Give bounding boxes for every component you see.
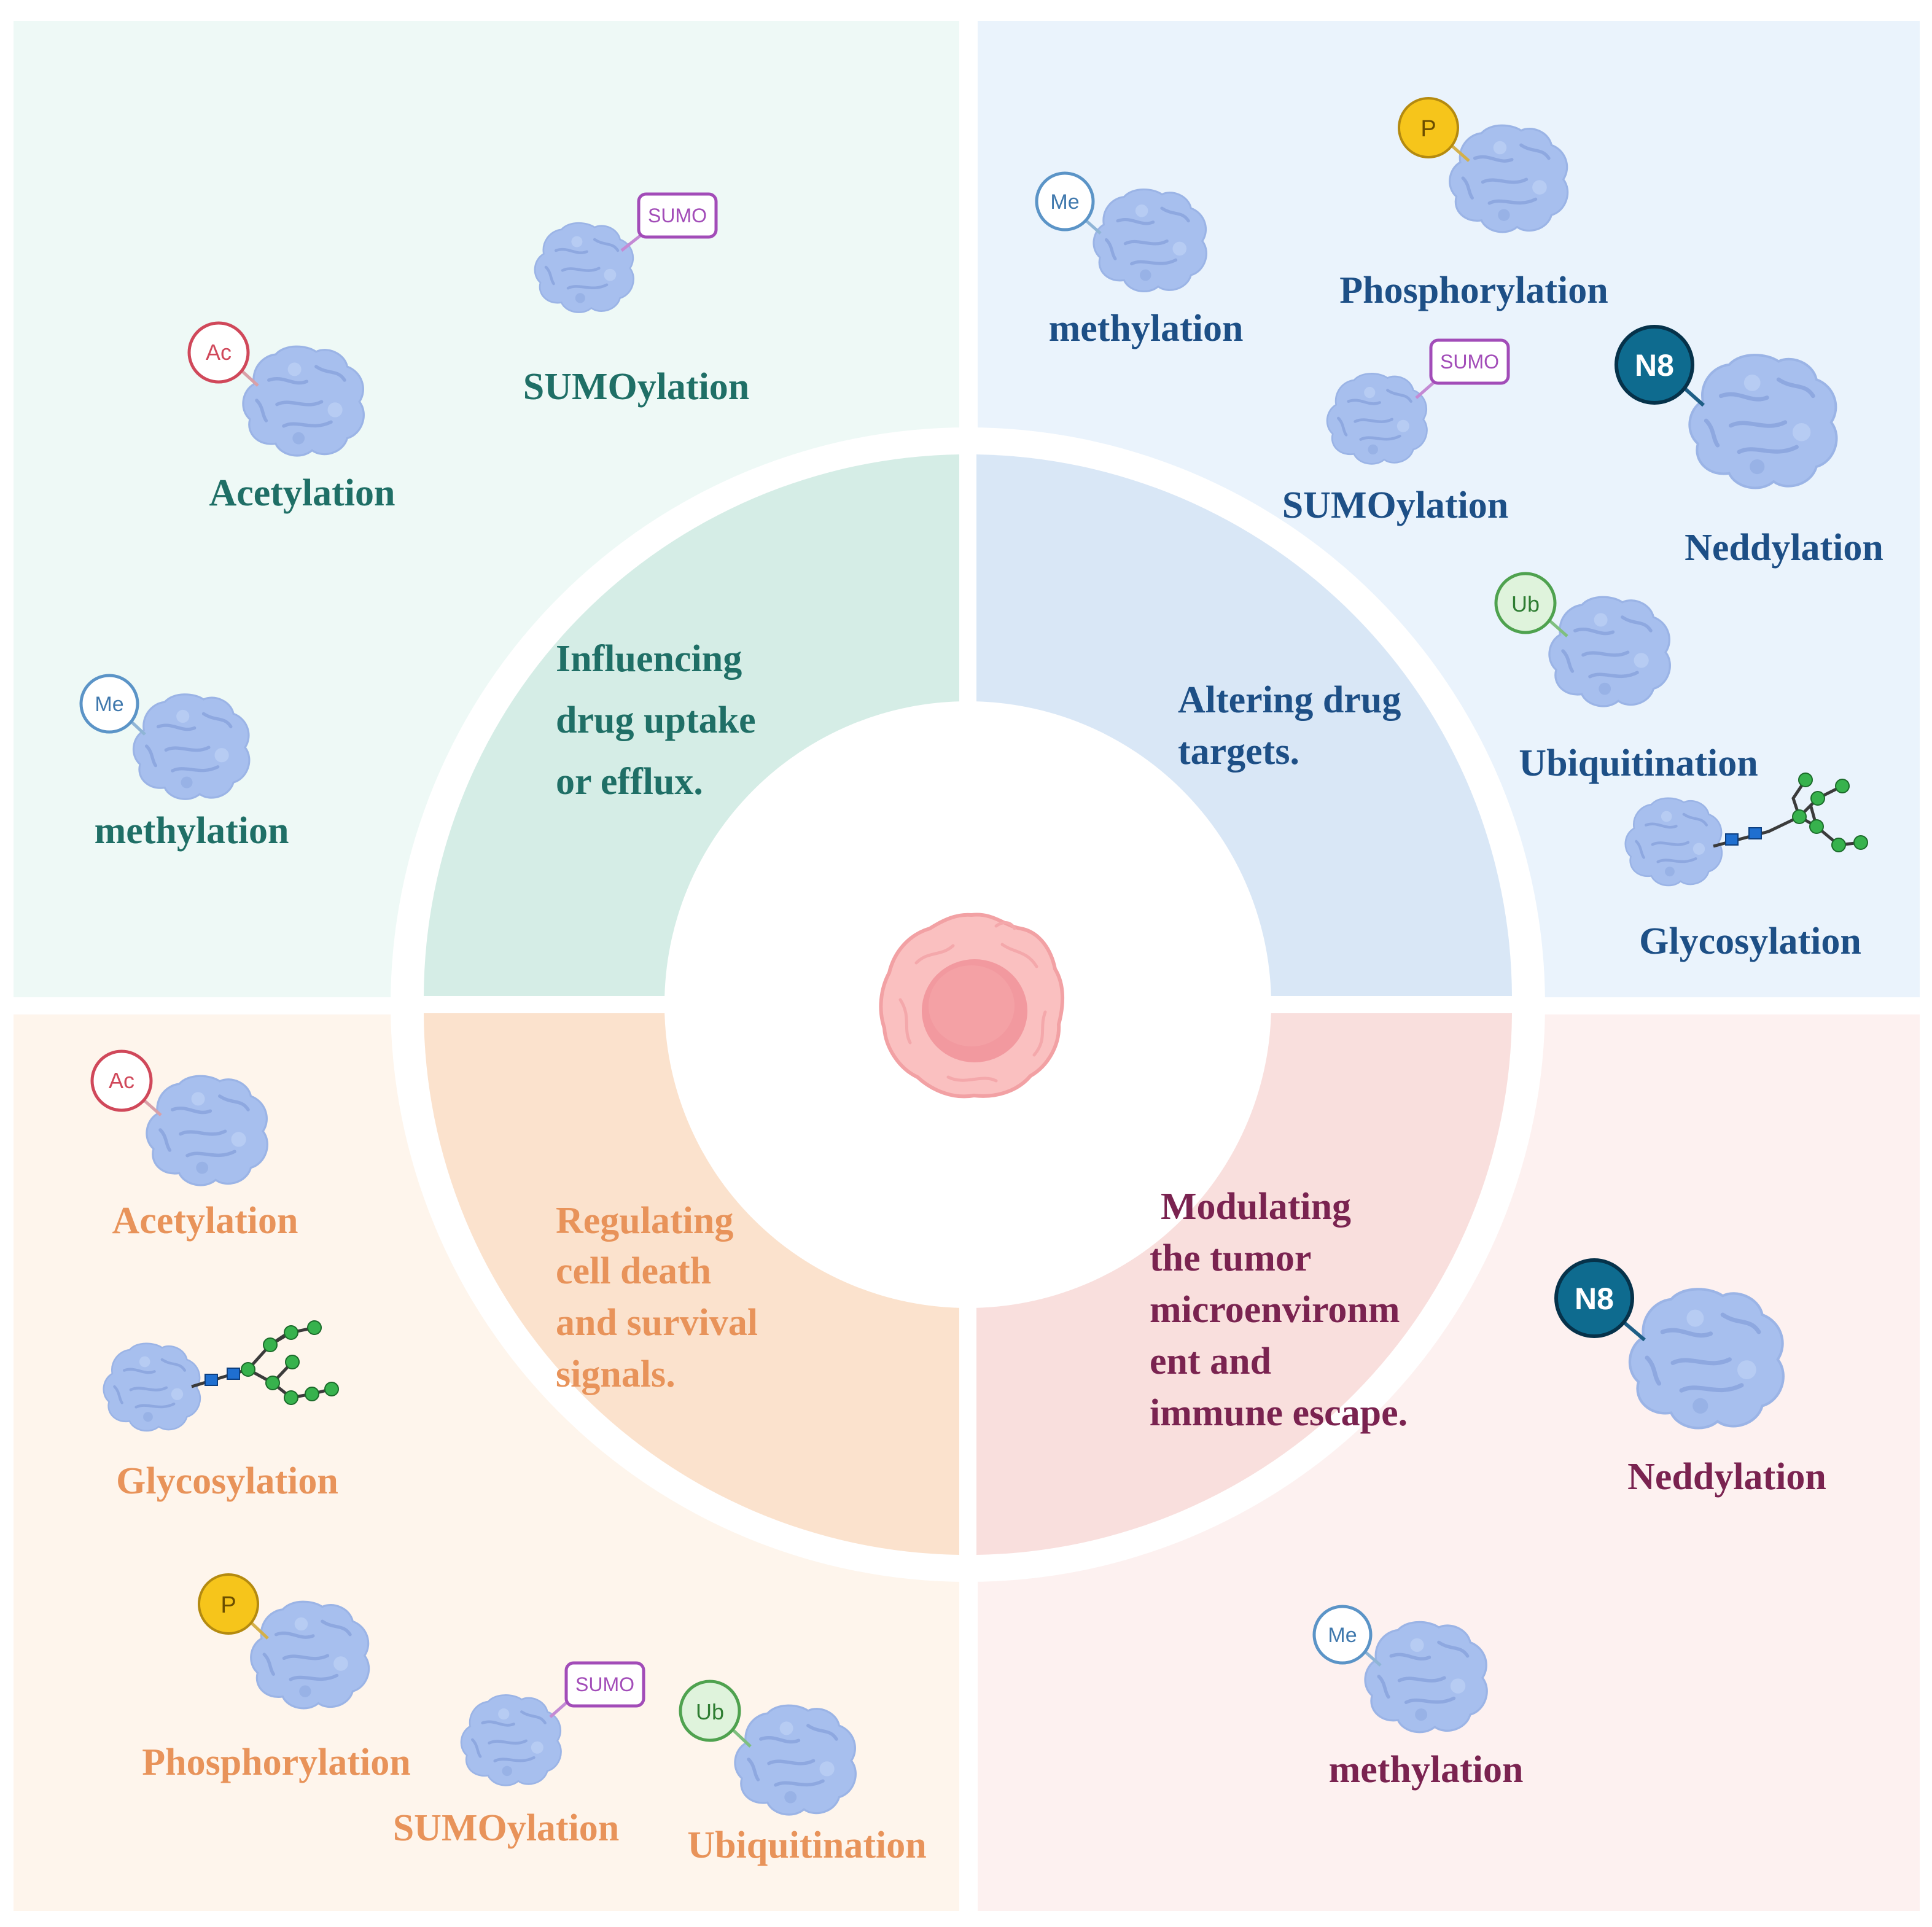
ptm-item-methylation-tl: Me methylation [79, 674, 289, 852]
svg-text:Ac: Ac [206, 340, 232, 365]
protein-icon [1450, 125, 1568, 232]
label-acetylation: Acetylation [112, 1200, 298, 1242]
center-text-top-left: Influencing drug uptake or efflux. [556, 638, 765, 803]
ptm-item-acetylation-bl: Ac Acetylation [90, 1049, 298, 1242]
ptm-item-acetylation-tl: Ac Acetylation [187, 321, 395, 514]
ptm-item-glycosylation-bl: Glycosylation [104, 1320, 339, 1502]
svg-text:P: P [1420, 116, 1436, 142]
sumo-tag-icon [564, 1661, 645, 1708]
svg-text:N8: N8 [1635, 348, 1674, 383]
label-sumoylation: SUMOylation [523, 366, 750, 408]
protein-icon [1626, 798, 1722, 886]
ubiquitin-tag-icon [679, 1680, 741, 1742]
svg-text:P: P [220, 1592, 236, 1618]
methyl-tag-icon [79, 674, 139, 734]
protein-icon [251, 1602, 369, 1708]
ptm-item-glycosylation-tr: Glycosylation [1626, 773, 1868, 962]
label-phosphorylation: Phosphorylation [1339, 270, 1608, 311]
svg-text:Ac: Ac [109, 1068, 134, 1093]
ptm-item-sumoylation-bl: SUMO SUMOylation [393, 1661, 645, 1849]
label-ubiquitination: Ubiquitination [1519, 742, 1758, 784]
protein-icon [735, 1705, 855, 1815]
label-glycosylation: Glycosylation [1639, 921, 1861, 962]
phospho-tag-icon [198, 1573, 259, 1635]
protein-icon [1689, 355, 1836, 488]
protein-icon [1549, 597, 1670, 706]
label-glycosylation: Glycosylation [116, 1460, 338, 1502]
protein-icon [535, 223, 634, 312]
sumo-tag-icon [637, 192, 718, 239]
protein-icon [104, 1344, 200, 1431]
label-sumoylation: SUMOylation [393, 1807, 620, 1849]
center-text-bottom-right: Modulating the tumor microenvironm ent a… [1150, 1186, 1409, 1434]
ptm-item-methylation-br: Me methylation [1312, 1605, 1524, 1791]
ptm-item-ubiquitination-bl: Ub Ubiquitination [679, 1680, 927, 1866]
nedd8-tag-icon [1615, 325, 1694, 405]
ptm-item-sumoylation-tr: SUMO SUMOylation [1282, 338, 1510, 526]
svg-text:SUMO: SUMO [648, 204, 707, 227]
svg-text:N8: N8 [1575, 1282, 1614, 1316]
ptm-item-phosphorylation-tr: P Phosphorylation [1339, 97, 1608, 311]
label-methylation: methylation [1329, 1749, 1524, 1791]
acetyl-tag-icon [187, 321, 250, 384]
label-sumoylation: SUMOylation [1282, 485, 1509, 526]
protein-icon [1094, 190, 1206, 292]
center-text-top-right: Altering drug targets. [1178, 679, 1411, 773]
label-acetylation: Acetylation [209, 472, 395, 514]
label-neddylation: Neddylation [1685, 527, 1883, 569]
svg-text:Me: Me [95, 693, 123, 716]
label-phosphorylation: Phosphorylation [142, 1742, 411, 1783]
ptm-item-neddylation-tr: N8 Neddylation [1615, 325, 1883, 569]
svg-text:Me: Me [1328, 1624, 1357, 1647]
tumor-cell-icon [881, 915, 1062, 1097]
protein-icon [1630, 1289, 1783, 1428]
nedd8-tag-icon [1554, 1258, 1634, 1338]
protein-icon [1365, 1622, 1487, 1732]
center-text-bottom-left: Regulating cell death and survival signa… [556, 1200, 768, 1395]
svg-text:Ub: Ub [696, 1699, 724, 1724]
phospho-tag-icon [1398, 97, 1459, 158]
svg-text:Me: Me [1050, 190, 1079, 214]
svg-text:SUMO: SUMO [575, 1673, 634, 1695]
protein-icon [461, 1695, 561, 1785]
ptm-item-ubiquitination-tr: Ub Ubiquitination [1494, 572, 1758, 784]
methyl-tag-icon [1035, 171, 1095, 232]
svg-text:SUMO: SUMO [1440, 351, 1499, 373]
ptm-item-methylation-tr: Me methylation [1035, 171, 1244, 349]
label-methylation: methylation [1049, 308, 1244, 349]
methyl-tag-icon [1312, 1605, 1373, 1665]
ubiquitin-tag-icon [1494, 572, 1557, 634]
protein-icon [1327, 373, 1427, 464]
ptm-item-neddylation-br: N8 Neddylation [1554, 1258, 1826, 1498]
protein-icon [243, 346, 364, 456]
label-methylation: methylation [95, 810, 289, 852]
protein-icon [133, 695, 249, 799]
label-ubiquitination: Ubiquitination [687, 1824, 926, 1866]
svg-text:Ub: Ub [1511, 591, 1540, 617]
sumo-tag-icon [1429, 338, 1510, 385]
ptm-item-sumoylation-tl: SUMO SUMOylation [523, 192, 750, 408]
protein-icon [147, 1076, 267, 1185]
label-neddylation: Neddylation [1627, 1456, 1826, 1498]
acetyl-tag-icon [90, 1049, 153, 1112]
ptm-item-phosphorylation-bl: P Phosphorylation [142, 1573, 411, 1783]
